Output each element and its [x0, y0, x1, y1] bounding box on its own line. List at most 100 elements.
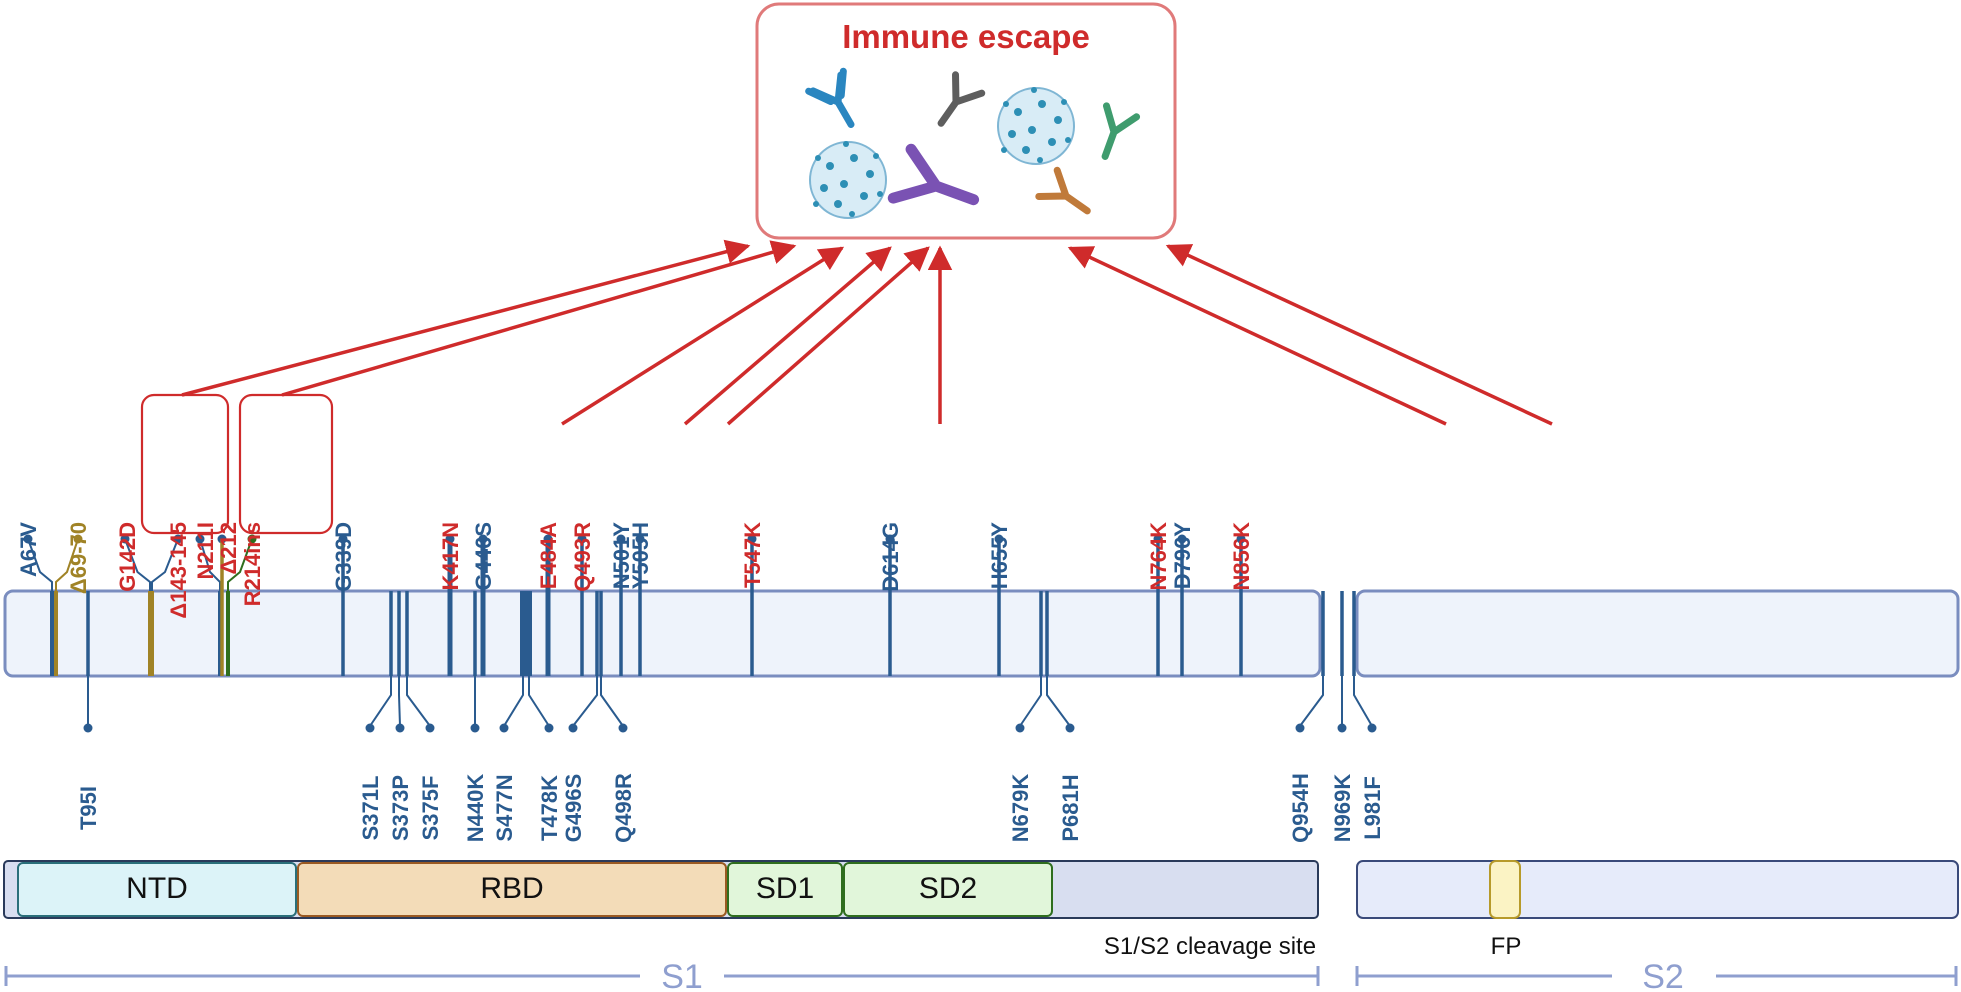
top-mutation-label: Δ212	[216, 522, 241, 575]
top-mutation-label: N764K	[1146, 522, 1171, 591]
domain-ntd: NTD	[17, 862, 297, 917]
domain-label: SD1	[756, 872, 814, 905]
arrow	[1165, 244, 1553, 426]
top-mutation-label: Q493R	[570, 522, 595, 592]
arrow	[281, 240, 797, 397]
mutation-stem	[528, 676, 550, 727]
mutation-stem	[1299, 676, 1324, 727]
bottom-mutation-label: N679K	[1008, 774, 1033, 843]
bottom-mutation: T478K	[526, 591, 562, 841]
mutation-stem	[572, 676, 598, 727]
mutation-dot	[1367, 723, 1377, 733]
bottom-mutation-label: S371L	[358, 776, 383, 841]
domain-sd2: SD2	[843, 862, 1053, 917]
bottom-mutation-label: N969K	[1330, 774, 1355, 843]
top-mutation-label: R214ins	[240, 522, 265, 606]
domain-rbd: RBD	[297, 862, 727, 917]
mutation-dot	[1337, 723, 1347, 733]
top-mutation-label: D614G	[878, 522, 903, 592]
mutation-dot	[1065, 723, 1075, 733]
top-mutation: D796Y	[1170, 522, 1195, 676]
mutation-dot	[544, 723, 554, 733]
mutation-stem	[1046, 676, 1071, 727]
bottom-mutation-label: N440K	[463, 774, 488, 843]
top-mutation: R214ins	[226, 522, 265, 676]
domain-sd1: SD1	[727, 862, 843, 917]
bottom-mutation-label: S375F	[418, 776, 443, 841]
bottom-mutation: T95I	[76, 591, 101, 830]
fp-label: FP	[1491, 933, 1522, 960]
domain-label: SD2	[919, 872, 977, 905]
top-mutation-label: N501Y	[609, 522, 634, 590]
s1-span	[4, 966, 1320, 986]
top-mutation: N501Y	[609, 522, 634, 676]
cleavage-site-label: S1/S2 cleavage site	[1104, 933, 1316, 960]
mutation-stem	[503, 676, 524, 727]
bottom-mutation: G496S	[561, 591, 599, 843]
mutation-group-box	[238, 393, 334, 535]
bottom-mutation-label: T95I	[76, 786, 101, 830]
top-mutation: N211I	[193, 522, 222, 676]
escape-arrows	[181, 239, 1553, 426]
arrow	[1067, 246, 1447, 426]
top-mutation: H655Y	[987, 522, 1012, 676]
s1-label: S1	[661, 958, 703, 992]
domain-box	[727, 862, 843, 917]
top-mutation-label: H655Y	[987, 522, 1012, 590]
mutation-dot	[83, 723, 93, 733]
top-mutation-label: D796Y	[1170, 522, 1195, 590]
immune-escape-title: Immune escape	[842, 18, 1090, 55]
mutation-dot	[1295, 723, 1305, 733]
s2-label: S2	[1642, 958, 1684, 992]
mutation-dot	[568, 723, 578, 733]
mutation-group-box	[140, 393, 230, 535]
top-mutation: Q493R	[570, 522, 595, 676]
mutation-dot	[365, 723, 375, 733]
s2-domain-bar	[1356, 860, 1959, 919]
mutation-stem	[369, 676, 392, 727]
s1-protein-bar	[3, 589, 1322, 678]
domain-box	[17, 862, 297, 917]
top-mutation: E484A	[536, 522, 561, 676]
bottom-mutation-label: S373P	[388, 775, 413, 841]
bottom-mutation-label: S477N	[492, 774, 517, 841]
top-mutation: N856K	[1229, 522, 1254, 676]
top-mutation: G339D	[331, 522, 356, 676]
antibody-icon	[887, 143, 980, 206]
bottom-mutation: Q954H	[1288, 591, 1325, 843]
bottom-mutation: S477N	[492, 591, 526, 842]
arrow	[683, 246, 892, 426]
antibody-icon	[1101, 102, 1141, 160]
top-mutation: T547K	[740, 522, 765, 676]
arrow	[181, 239, 751, 397]
bottom-mutation-label: Q498R	[611, 773, 636, 843]
mutation-dot	[499, 723, 509, 733]
fusion-peptide-box	[1489, 860, 1521, 919]
arrow	[726, 246, 930, 426]
top-mutation-label: Y505H	[628, 522, 653, 589]
bottom-mutation-label: P681H	[1058, 774, 1083, 841]
top-mutation-label: E484A	[536, 522, 561, 589]
virus-icon	[809, 141, 887, 219]
top-mutation: D614G	[878, 522, 903, 676]
bottom-mutation-label: T478K	[537, 775, 562, 841]
top-mutation: N764K	[1146, 522, 1171, 676]
antibody-icon	[805, 67, 855, 129]
mutation-stem	[406, 676, 431, 727]
mutation-dot	[1015, 723, 1025, 733]
mutation-dot	[470, 723, 480, 733]
bottom-mutation: S375F	[405, 591, 443, 841]
bottom-mutation-label: G496S	[561, 774, 586, 843]
top-mutation-label: Δ69-70	[66, 522, 91, 594]
bottom-mutation: N440K	[463, 591, 488, 842]
bottom-mutation: N969K	[1330, 591, 1355, 842]
s2-protein-bar	[1355, 589, 1960, 678]
top-mutation-label: A67V	[16, 522, 41, 577]
bottom-mutation: P681H	[1045, 591, 1083, 842]
top-mutation: K417N	[438, 522, 463, 676]
mutation-dot	[395, 723, 405, 733]
bottom-mutation-label: Q954H	[1288, 773, 1313, 843]
top-mutation: Δ212	[216, 522, 241, 676]
